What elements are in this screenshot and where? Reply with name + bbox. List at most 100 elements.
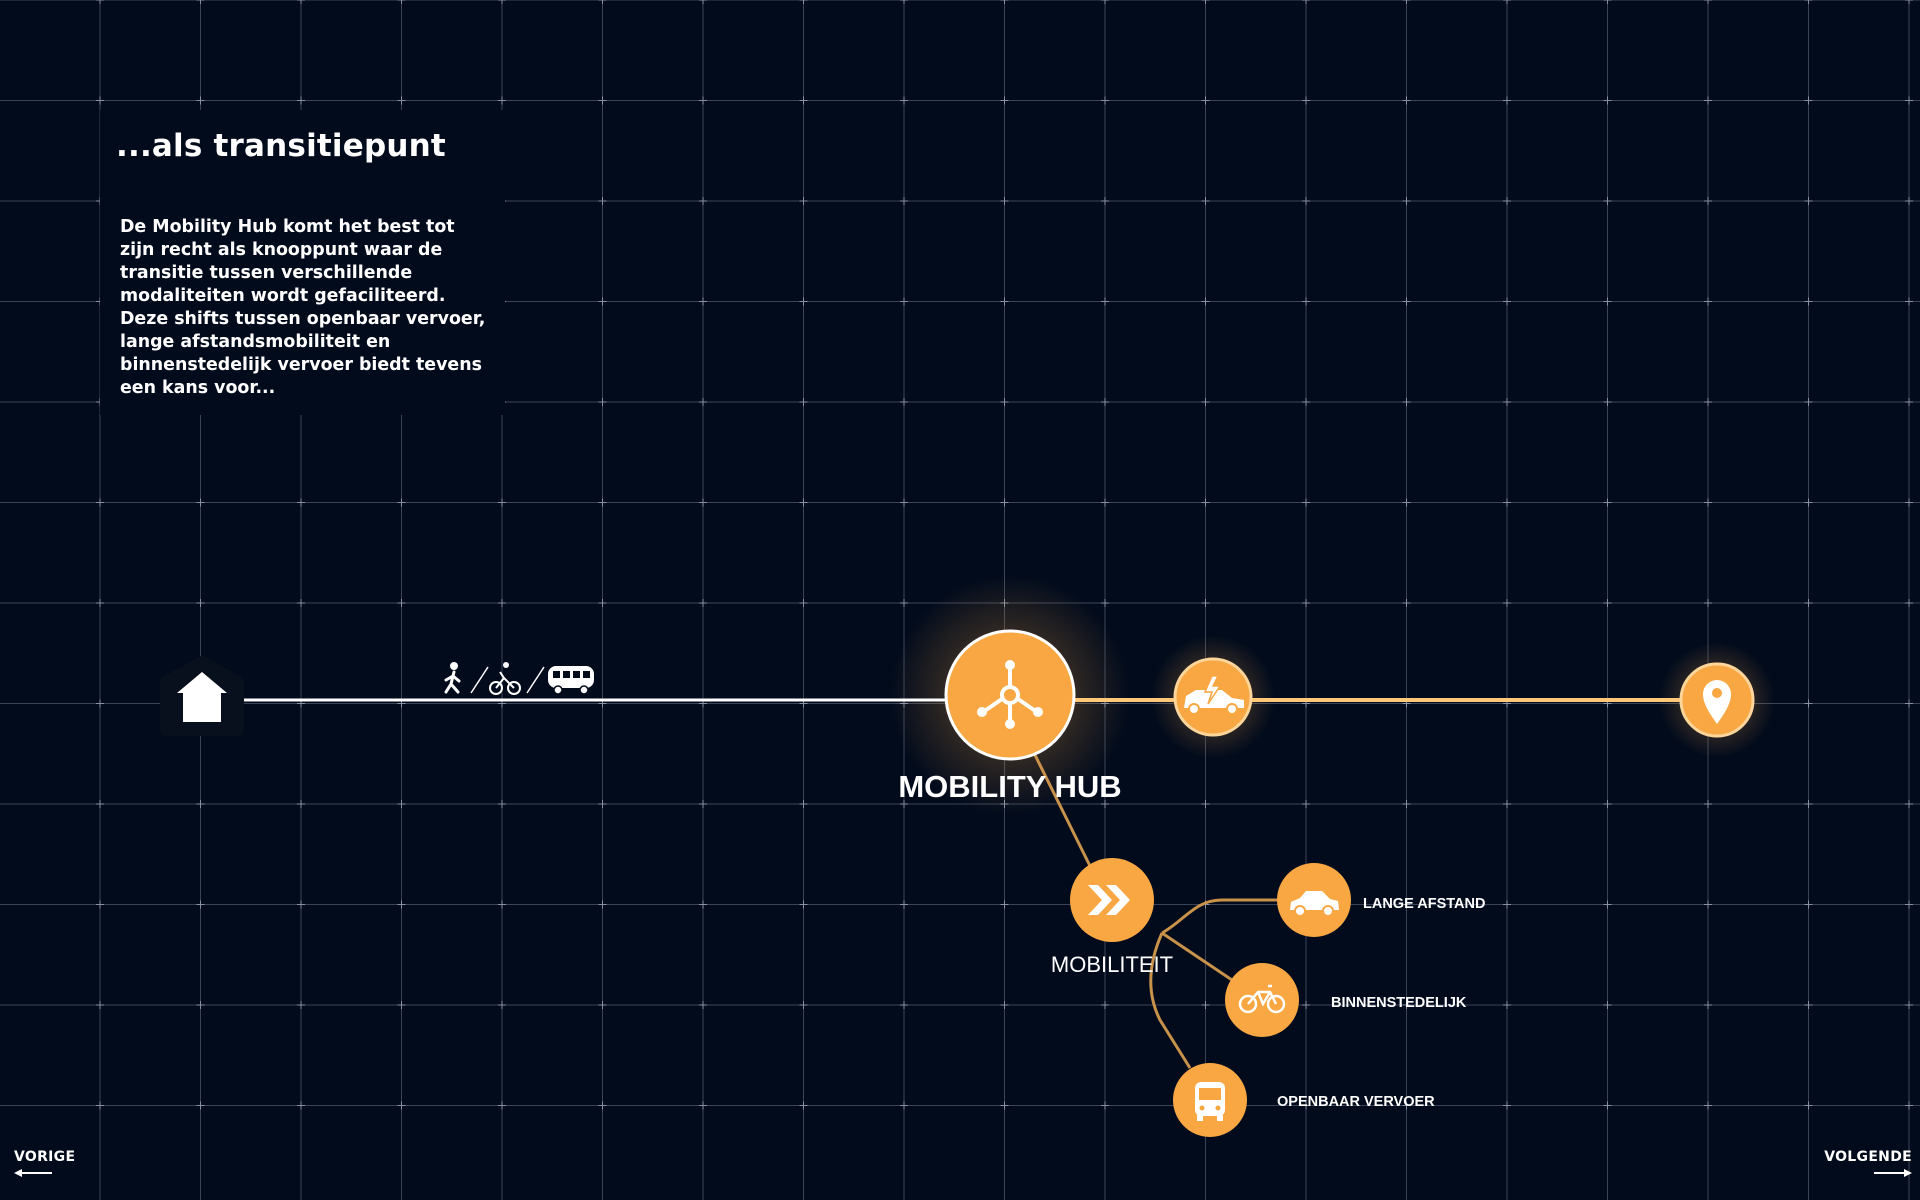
grid-cross-mark bbox=[498, 1101, 506, 1110]
grid-cross-mark bbox=[699, 96, 707, 105]
grid-cross-mark bbox=[1101, 0, 1109, 4]
grid-cross-mark bbox=[1503, 498, 1511, 507]
branch-line-lange-afstand bbox=[1161, 898, 1282, 935]
grid-cross-mark bbox=[1704, 1101, 1712, 1110]
grid-cross-mark bbox=[1804, 96, 1813, 105]
grid-cross-mark bbox=[1101, 197, 1109, 205]
grid-cross-mark bbox=[699, 398, 707, 406]
grid-cross-mark bbox=[1905, 900, 1913, 909]
intro-panel: ...als transitiepunt De Mobility Hub kom… bbox=[100, 110, 505, 415]
grid-cross-mark bbox=[196, 900, 205, 909]
mobiliteit-node[interactable] bbox=[1070, 858, 1154, 942]
binnenstedelijk-label: BINNENSTEDELIJK bbox=[1331, 995, 1467, 1011]
location-pin-icon bbox=[1703, 680, 1731, 724]
bicycle-icon bbox=[1238, 984, 1286, 1014]
grid-cross-mark bbox=[96, 0, 104, 4]
page-title: ...als transitiepunt bbox=[116, 128, 446, 164]
hub-to-mobility-line bbox=[1033, 754, 1094, 871]
grid-cross-mark bbox=[498, 1001, 506, 1009]
mobility-hub-node[interactable] bbox=[944, 629, 1076, 761]
grid-cross-mark bbox=[1603, 800, 1612, 808]
grid-cross-mark bbox=[1101, 297, 1109, 306]
grid-cross-mark bbox=[799, 498, 808, 507]
lange-afstand-label: LANGE AFSTAND bbox=[1363, 896, 1485, 912]
grid-cross-mark bbox=[196, 800, 205, 808]
grid-cross-mark bbox=[397, 0, 406, 4]
grid-cross-mark bbox=[96, 599, 104, 607]
grid-cross-mark bbox=[498, 800, 506, 808]
openbaar-vervoer-label: OPENBAAR VERVOER bbox=[1277, 1094, 1435, 1110]
grid-cross-mark bbox=[900, 398, 908, 406]
grid-cross-mark bbox=[498, 0, 506, 4]
grid-cross-mark bbox=[1905, 398, 1913, 406]
grid-cross-mark bbox=[1000, 96, 1009, 105]
grid-cross-mark bbox=[1302, 0, 1310, 4]
grid-cross-mark bbox=[598, 599, 607, 607]
grid-cross-mark bbox=[1101, 599, 1109, 607]
grid-cross-mark bbox=[397, 1101, 406, 1110]
cycling-icon bbox=[489, 662, 521, 695]
grid-cross-mark bbox=[297, 900, 305, 909]
openbaar-vervoer-node[interactable] bbox=[1173, 1063, 1247, 1137]
grid-cross-mark bbox=[598, 0, 607, 4]
grid-cross-mark bbox=[598, 498, 607, 507]
shuttle-bus-icon bbox=[548, 666, 594, 695]
grid-cross-mark bbox=[1905, 297, 1913, 306]
grid-cross-mark bbox=[900, 297, 908, 306]
grid-cross-mark bbox=[1201, 197, 1210, 205]
grid-cross-mark bbox=[1704, 900, 1712, 909]
grid-cross-mark bbox=[900, 498, 908, 507]
grid-cross-mark bbox=[598, 197, 607, 205]
grid-cross-mark bbox=[1603, 1001, 1612, 1009]
grid-cross-mark bbox=[1000, 498, 1009, 507]
destination-node[interactable] bbox=[1679, 662, 1755, 738]
grid-cross-mark bbox=[1503, 1001, 1511, 1009]
grid-cross-mark bbox=[598, 900, 607, 909]
electric-car-node[interactable] bbox=[1173, 657, 1253, 737]
fast-forward-icon bbox=[1088, 885, 1130, 915]
walking-icon bbox=[444, 662, 461, 694]
hub-network-icon bbox=[977, 660, 1043, 729]
grid-cross-mark bbox=[1402, 297, 1411, 306]
grid-cross-mark bbox=[900, 1001, 908, 1009]
previous-button[interactable]: VORIGE bbox=[14, 1149, 75, 1178]
grid-cross-mark bbox=[799, 197, 808, 205]
grid-cross-mark bbox=[1804, 599, 1813, 607]
mobility-hub-label: MOBILITY HUB bbox=[898, 769, 1121, 804]
grid-cross-mark bbox=[1000, 1101, 1009, 1110]
binnenstedelijk-node[interactable] bbox=[1225, 963, 1299, 1037]
grid-cross-mark bbox=[96, 1101, 104, 1110]
grid-cross-mark bbox=[799, 900, 808, 909]
grid-cross-mark bbox=[1704, 599, 1712, 607]
grid-cross-mark bbox=[1201, 498, 1210, 507]
grid-cross-mark bbox=[1804, 1001, 1813, 1009]
mode-separator bbox=[526, 666, 545, 694]
grid-cross-mark bbox=[297, 96, 305, 105]
previous-label: VORIGE bbox=[14, 1149, 76, 1165]
grid-cross-mark bbox=[1804, 197, 1813, 205]
grid-cross-mark bbox=[1302, 1101, 1310, 1110]
grid-cross-mark bbox=[1704, 0, 1712, 4]
grid-cross-mark bbox=[196, 1101, 205, 1110]
grid-cross-mark bbox=[699, 599, 707, 607]
next-button[interactable]: VOLGENDE bbox=[1824, 1149, 1912, 1178]
intro-description: De Mobility Hub komt het best tot zijn r… bbox=[120, 217, 486, 398]
grid-cross-mark bbox=[900, 900, 908, 909]
grid-cross-mark bbox=[498, 96, 506, 105]
grid-cross-mark bbox=[1603, 1101, 1612, 1110]
grid-cross-mark bbox=[799, 1001, 808, 1009]
grid-cross-mark bbox=[699, 0, 707, 4]
grid-cross-mark bbox=[1804, 1101, 1813, 1110]
grid-cross-mark bbox=[598, 1101, 607, 1110]
grid-cross-mark bbox=[1402, 498, 1411, 507]
grid-cross-mark bbox=[196, 599, 205, 607]
arrow-left-icon bbox=[14, 1169, 52, 1177]
grid-cross-mark bbox=[1201, 398, 1210, 406]
grid-cross-mark bbox=[1704, 800, 1712, 808]
grid-cross-mark bbox=[1704, 498, 1712, 507]
grid-cross-mark bbox=[900, 96, 908, 105]
grid-cross-mark bbox=[1603, 599, 1612, 607]
grid-cross-mark bbox=[1402, 599, 1411, 607]
lange-afstand-node[interactable] bbox=[1277, 863, 1351, 937]
grid-cross-mark bbox=[297, 800, 305, 808]
